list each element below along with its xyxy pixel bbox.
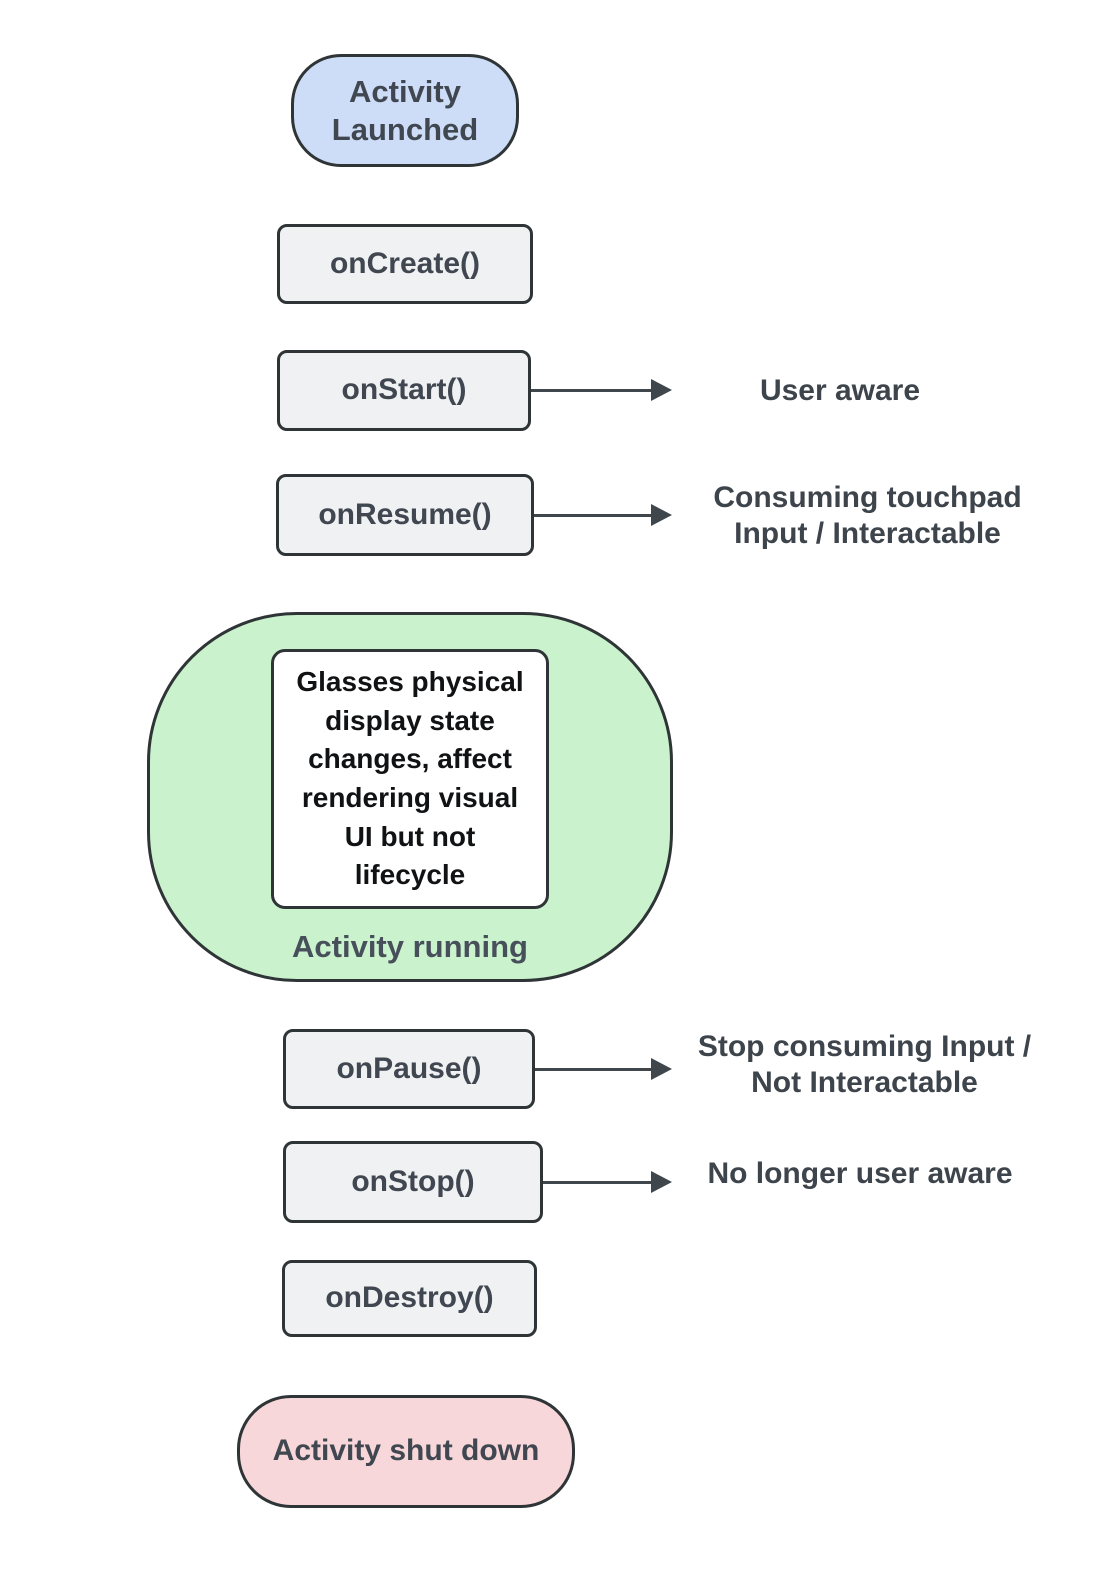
node-activity-shut-down: Activity shut down (237, 1395, 575, 1508)
node-activity-running-label: Activity running (292, 929, 528, 965)
node-onpause: onPause() (283, 1029, 535, 1109)
node-onstart: onStart() (277, 350, 531, 431)
annotation-no-longer-user-aware: No longer user aware (707, 1157, 1013, 1190)
node-activity-running: Glasses physical display state changes, … (147, 612, 673, 982)
node-onresume-label: onResume() (318, 497, 492, 531)
node-oncreate-label: onCreate() (329, 246, 480, 280)
arrow-onstop-annotation (543, 1170, 672, 1194)
arrow-shaft (543, 1180, 651, 1184)
annotation-stop-consuming: Stop consuming Input / Not Interactable (697, 1030, 1032, 1099)
node-activity-launched: Activity Launched (291, 54, 519, 167)
arrow-head-icon (651, 1171, 672, 1193)
annotation-consuming-touchpad: Consuming touchpad Input / Interactable (713, 481, 1022, 550)
arrow-shaft (531, 388, 651, 392)
node-ondestroy-label: onDestroy() (325, 1281, 494, 1315)
activity-running-note-text: Glasses physical display state changes, … (296, 666, 524, 891)
node-oncreate: onCreate() (277, 224, 533, 304)
arrow-onstart-annotation (531, 378, 672, 402)
node-onstart-label: onStart() (341, 373, 467, 407)
arrow-head-icon (651, 504, 672, 526)
arrow-head-icon (651, 1058, 672, 1080)
node-onstop: onStop() (283, 1141, 543, 1223)
node-activity-shut-down-label: Activity shut down (272, 1434, 540, 1468)
arrow-onresume-annotation (534, 503, 672, 527)
annotation-user-aware: User aware (759, 374, 921, 407)
node-ondestroy: onDestroy() (282, 1260, 537, 1337)
arrow-shaft (535, 1067, 651, 1071)
arrow-onpause-annotation (535, 1057, 672, 1081)
arrow-head-icon (651, 379, 672, 401)
node-onstop-label: onStop() (351, 1164, 475, 1198)
node-onresume: onResume() (276, 474, 534, 556)
activity-running-note: Glasses physical display state changes, … (271, 649, 549, 909)
arrow-shaft (534, 513, 651, 517)
node-activity-launched-label: Activity Launched (331, 73, 479, 147)
node-onpause-label: onPause() (336, 1051, 482, 1085)
